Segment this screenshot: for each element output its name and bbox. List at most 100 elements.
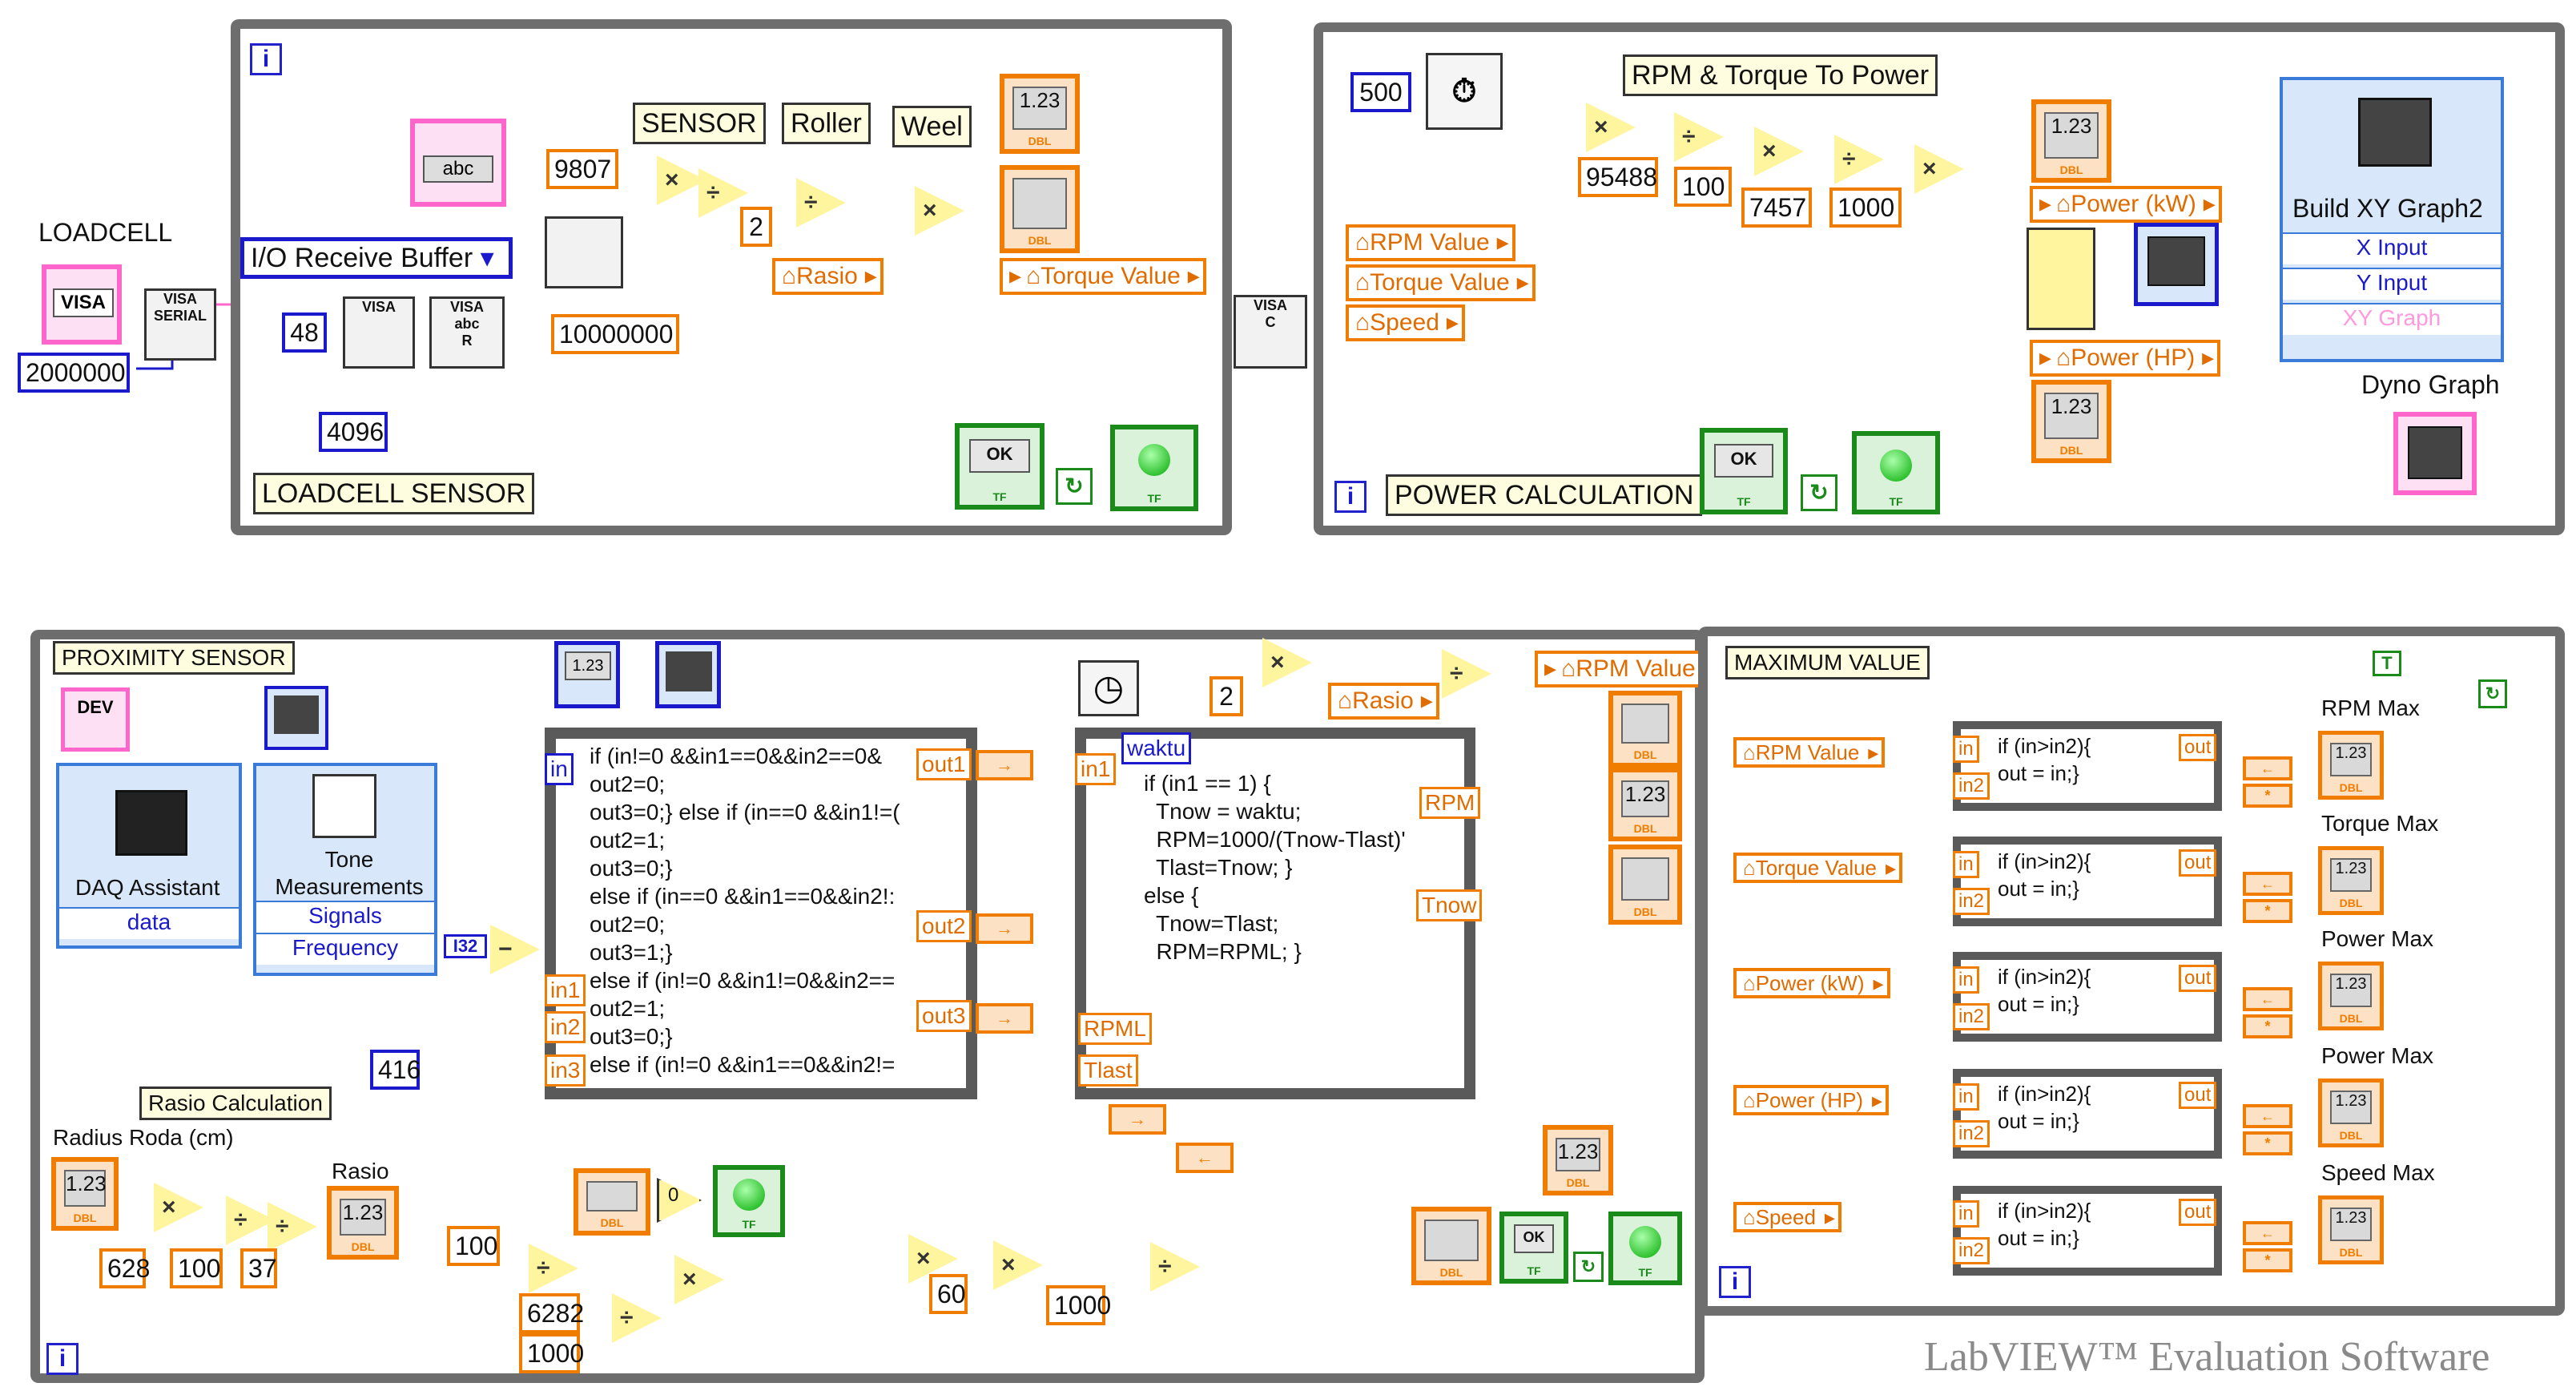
max-term-in2-2[interactable]: in2 — [1953, 1003, 1990, 1030]
max-mathscript-node-3[interactable] — [1953, 1069, 2222, 1159]
max-input-local-3[interactable]: ⌂Power (HP) — [1733, 1085, 1890, 1115]
visa-bytes-at-port-vi[interactable]: VISA — [343, 296, 415, 369]
mathscript-node-1[interactable] — [545, 728, 977, 1099]
max-term-in2-3[interactable]: in2 — [1953, 1120, 1990, 1147]
max-term-out-1[interactable]: out — [2179, 849, 2217, 877]
max-term-in-1[interactable]: in — [1953, 851, 1979, 878]
constant-37[interactable]: 37 — [240, 1248, 277, 1288]
xy-row-y-input[interactable]: Y Input — [2283, 268, 2501, 300]
mathscript-2-tlast[interactable]: Tlast — [1078, 1054, 1138, 1087]
max-term-in-4[interactable]: in — [1953, 1200, 1979, 1228]
mathscript-1-in2[interactable]: in2 — [545, 1011, 586, 1043]
local-power-kw-write[interactable]: ⌂Power (kW) — [2030, 186, 2222, 223]
constant-4096[interactable]: 4096 — [319, 412, 388, 452]
max-input-local-0[interactable]: ⌂RPM Value — [1733, 737, 1886, 768]
max-input-local-1[interactable]: ⌂Torque Value — [1733, 853, 1903, 883]
shift-register-out3[interactable]: → — [976, 1003, 1033, 1034]
local-speed-read[interactable]: ⌂Speed — [1346, 304, 1465, 341]
max-term-in-0[interactable]: in — [1953, 736, 1979, 763]
local-rasio-read[interactable]: ⌂Rasio — [772, 258, 883, 295]
tick-count-clock-icon[interactable]: ◷ — [1078, 660, 1139, 716]
shift-register-tlast[interactable]: ← — [1176, 1143, 1234, 1173]
mathscript-2-in1[interactable]: in1 — [1075, 753, 1117, 785]
max-shift-register-in-4[interactable]: * — [2243, 1248, 2292, 1272]
max-shift-register-in-0[interactable]: * — [2243, 784, 2292, 808]
max-term-out-4[interactable]: out — [2179, 1199, 2217, 1226]
mathscript-1-out3[interactable]: out3 — [916, 1000, 972, 1032]
local-torque-write[interactable]: ⌂Torque Value — [1000, 258, 1206, 295]
max-shift-register-out-4[interactable]: ← — [2243, 1221, 2292, 1245]
daq-row-data[interactable]: data — [59, 907, 239, 939]
constant-48[interactable]: 48 — [282, 312, 327, 353]
visa-resource-control[interactable]: VISA — [42, 264, 122, 345]
constant-60[interactable]: 60 — [929, 1274, 968, 1314]
dev-constant[interactable]: DEV — [61, 687, 130, 752]
local-power-hp-write[interactable]: ⌂Power (HP) — [2030, 340, 2221, 377]
constant-1000-bottom-a[interactable]: 1000 — [519, 1333, 584, 1373]
string-indicator[interactable]: abc — [410, 119, 506, 207]
max-shift-register-out-0[interactable]: ← — [2243, 756, 2292, 780]
radius-roda-control[interactable]: 1.23 DBL — [51, 1157, 119, 1231]
mathscript-2-rpml[interactable]: RPML — [1078, 1013, 1152, 1045]
constant-95488[interactable]: 95488 — [1578, 157, 1658, 197]
max-term-in2-4[interactable]: in2 — [1953, 1237, 1990, 1264]
local-rpm-write[interactable]: ⌂RPM Value — [1535, 651, 1721, 687]
mathscript-2-tnow[interactable]: Tnow — [1416, 889, 1483, 921]
mathscript-1-out1[interactable]: out1 — [916, 748, 972, 780]
max-input-local-2[interactable]: ⌂Power (kW) — [1733, 968, 1890, 998]
max-term-in-3[interactable]: in — [1953, 1083, 1979, 1111]
max-shift-register-out-1[interactable]: ← — [2243, 872, 2292, 896]
max-shift-register-in-3[interactable]: * — [2243, 1131, 2292, 1155]
shift-register-out1[interactable]: → — [976, 750, 1033, 780]
max-term-in2-1[interactable]: in2 — [1953, 888, 1990, 915]
stop-button-power[interactable]: OK TF — [1700, 428, 1788, 514]
tone-row-signals[interactable]: Signals — [256, 901, 434, 933]
constant-628[interactable]: 628 — [99, 1248, 150, 1288]
shift-register-out2[interactable]: → — [976, 913, 1033, 944]
mathscript-1-out2[interactable]: out2 — [916, 910, 972, 942]
to-i32-node[interactable]: I32 — [444, 934, 487, 958]
constant-1000-bottom-b[interactable]: 1000 — [1046, 1285, 1111, 1325]
constant-6282[interactable]: 6282 — [519, 1293, 584, 1333]
mathscript-1-in1[interactable]: in1 — [545, 974, 586, 1006]
wait-ms-timer-icon[interactable]: ⏱ — [1426, 53, 1503, 130]
shift-register-rpml[interactable]: → — [1109, 1104, 1166, 1135]
baud-rate-constant[interactable]: 2000000 — [18, 353, 130, 393]
constant-100-power[interactable]: 100 — [1674, 167, 1732, 207]
true-constant[interactable]: T — [2373, 651, 2401, 676]
max-mathscript-node-1[interactable] — [1953, 837, 2222, 926]
max-mathscript-node-2[interactable] — [1953, 952, 2222, 1042]
daq-assistant-express-vi[interactable]: DAQ Assistant data — [56, 763, 242, 949]
mathscript-2-rpm[interactable]: RPM — [1419, 787, 1481, 819]
max-shift-register-out-2[interactable]: ← — [2243, 987, 2292, 1011]
constant-2[interactable]: 2 — [740, 207, 772, 247]
xy-row-xy-graph[interactable]: XY Graph — [2283, 303, 2501, 335]
max-term-out-2[interactable]: out — [2179, 965, 2217, 992]
constant-500[interactable]: 500 — [1350, 72, 1411, 112]
max-term-out-0[interactable]: out — [2179, 734, 2217, 761]
constant-100-rasio[interactable]: 100 — [170, 1248, 223, 1288]
mathscript-2-waktu[interactable]: waktu — [1121, 732, 1192, 764]
stop-button-prox[interactable]: OK TF — [1499, 1212, 1568, 1284]
constant-9807[interactable]: 9807 — [546, 149, 618, 189]
local-rpm-read[interactable]: ⌂RPM Value — [1346, 224, 1515, 261]
xy-row-x-input[interactable]: X Input — [2283, 232, 2501, 264]
max-term-in2-0[interactable]: in2 — [1953, 772, 1990, 800]
build-xy-graph-express-vi[interactable]: Build XY Graph2 X Input Y Input XY Graph — [2280, 77, 2504, 362]
stop-button-loadcell[interactable]: OK TF — [955, 423, 1044, 510]
max-mathscript-node-0[interactable] — [1953, 721, 2222, 811]
build-array-node[interactable] — [2027, 228, 2095, 330]
max-shift-register-in-2[interactable]: * — [2243, 1014, 2292, 1038]
constant-416[interactable]: 416 — [370, 1050, 421, 1090]
constant-7457[interactable]: 7457 — [1741, 187, 1812, 228]
local-torque-read[interactable]: ⌂Torque Value — [1346, 264, 1536, 301]
io-receive-buffer-constant[interactable]: I/O Receive Buffer ▾ — [240, 237, 513, 279]
tone-measurements-express-vi[interactable]: Tone Measurements Signals Frequency — [253, 763, 437, 976]
mathscript-1-in3[interactable]: in3 — [545, 1054, 586, 1087]
constant-1000-power[interactable]: 1000 — [1829, 187, 1902, 228]
mathscript-1-in[interactable]: in — [545, 753, 574, 785]
max-term-in-2[interactable]: in — [1953, 966, 1979, 994]
constant-2-prox[interactable]: 2 — [1210, 676, 1243, 716]
